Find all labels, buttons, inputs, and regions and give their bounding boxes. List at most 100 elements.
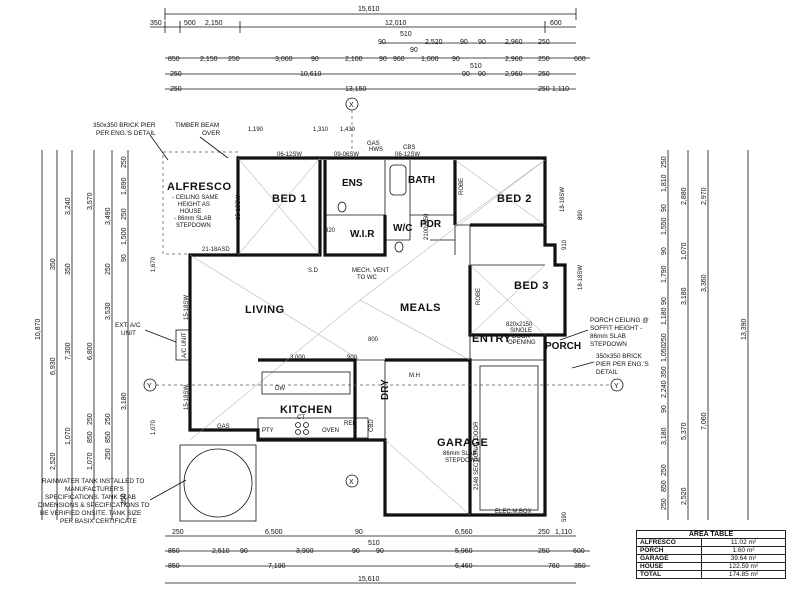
- area-value: 39.64 m²: [701, 554, 786, 563]
- notes: 350x350 BRICK PIER PER ENG.'S DETAIL TIM…: [38, 122, 649, 525]
- walls: [162, 151, 567, 517]
- cooktop-burner: [303, 429, 309, 435]
- room-label-wc: W/C: [393, 223, 412, 234]
- note-pier-r: PIER PER ENG.'S: [596, 361, 649, 368]
- dim: 350: [661, 366, 668, 378]
- dim: 90: [661, 247, 668, 255]
- dim: 510: [400, 31, 412, 38]
- dim: 2,240: [661, 380, 668, 398]
- dim: 6,500: [265, 529, 283, 536]
- dim: 90: [379, 56, 387, 63]
- dim-label: 800: [368, 337, 379, 343]
- dim: 5,960: [455, 548, 473, 555]
- dim: 510: [470, 63, 482, 70]
- room-label-garage: GARAGE: [437, 437, 488, 449]
- dim: 6,930: [50, 357, 57, 375]
- dim: 1,070: [87, 452, 94, 470]
- dim: 850: [105, 431, 112, 443]
- dim: 3,900: [296, 548, 314, 555]
- area-table-title: AREA TABLE: [636, 530, 786, 539]
- area-value: 174.85 m²: [701, 570, 786, 579]
- dim: 2,960: [505, 39, 523, 46]
- room-label-robe: ROBE: [476, 288, 482, 305]
- note-porch-ceiling: SOFFIT HEIGHT -: [590, 325, 642, 332]
- toilet-icon: [337, 201, 347, 213]
- dim-overall-top: 15,610: [358, 6, 380, 13]
- top-dimensions: 15,610 350 500 2,150 12,010 600 90 510 2…: [150, 6, 590, 93]
- dim: 250: [121, 156, 128, 168]
- dim: 90: [452, 56, 460, 63]
- note-rainwater: DIMENSIONS & SPECIFICATIONS TO: [38, 502, 150, 509]
- manhole-label: M.H: [409, 373, 420, 379]
- dim: 2,100: [345, 56, 363, 63]
- alfresco-note: HOUSE: [180, 209, 201, 215]
- alfresco-note: - CEILING SAME: [172, 195, 218, 201]
- gas-label: GAS: [217, 424, 230, 430]
- dim: 90: [460, 39, 468, 46]
- dim: 2,960: [505, 71, 523, 78]
- dim: 960: [393, 56, 405, 63]
- dim: 850: [168, 563, 180, 570]
- dim: 760: [548, 563, 560, 570]
- dim: 90: [376, 548, 384, 555]
- dim: 1,070: [65, 427, 72, 445]
- dim: 5,370: [681, 422, 688, 440]
- dim: 6,800: [87, 342, 94, 360]
- ceiling-lines: [189, 157, 546, 516]
- entry-door-label: DOOR: [512, 334, 531, 340]
- cbs-label: CBS: [403, 145, 415, 151]
- dim: 90: [462, 71, 470, 78]
- dim: 7,300: [65, 342, 72, 360]
- grid-marker-x-label: X: [349, 102, 354, 109]
- dim: 90: [352, 548, 360, 555]
- pantry-label: PTY: [262, 428, 274, 434]
- window-label: 15-18SW: [184, 385, 190, 410]
- dim: 350: [65, 263, 72, 275]
- dim-label: 1,190: [248, 127, 264, 133]
- grid-marker-x-label: X: [349, 479, 354, 486]
- dim: 3,180: [681, 287, 688, 305]
- dim-label: 1,430: [340, 127, 356, 133]
- area-value: 11.02 m²: [701, 538, 786, 547]
- area-value: 1.60 m²: [701, 546, 786, 555]
- dishwasher-label: DW: [275, 386, 285, 392]
- cupboard-label: CBD: [369, 419, 375, 432]
- room-label-dry: DRY: [380, 379, 391, 400]
- room-label-robe: ROBE: [459, 178, 465, 195]
- note-rainwater: RAINWATER TANK INSTALLED TO: [42, 478, 144, 485]
- elec-box-label: ELEC.M.BOX: [495, 509, 532, 515]
- room-label-porch: PORCH: [545, 341, 581, 352]
- sectional-door-label: 2148 SECTIONAL DOOR: [474, 421, 480, 490]
- left-dimensions: 10,870 350 6,930 2,520 3,240 350 7,300 1…: [35, 150, 129, 520]
- dim: 2,510: [212, 548, 230, 555]
- room-label-entry: ENTRY: [472, 333, 512, 345]
- dim: 3,530: [105, 302, 112, 320]
- garage-slab-outline: [479, 365, 539, 511]
- note-rainwater: PER BASIX CERTIFICATE: [60, 518, 137, 525]
- dim: 250: [87, 413, 94, 425]
- pdr-door-label: 2100x850: [424, 213, 430, 240]
- dim: 90: [661, 297, 668, 305]
- dim: 250: [538, 56, 550, 63]
- dim-label: 910: [562, 239, 568, 250]
- dim: 10,610: [300, 71, 322, 78]
- dim: 90: [478, 39, 486, 46]
- dim: 850: [87, 431, 94, 443]
- dim: 1,070: [681, 242, 688, 260]
- alfresco-note: STEPDOWN: [176, 223, 211, 229]
- dim: 250: [538, 548, 550, 555]
- door-width: 820: [325, 228, 336, 234]
- dim: 90: [378, 39, 386, 46]
- dim: 1,000: [421, 56, 439, 63]
- room-label-meals: MEALS: [400, 302, 441, 314]
- dim: 350: [150, 20, 162, 27]
- dim: 850: [661, 480, 668, 492]
- dim-label: 890: [578, 209, 584, 220]
- dim: 250: [661, 464, 668, 476]
- dim: 250: [661, 333, 668, 345]
- grid-marker-y-right: [610, 378, 624, 392]
- area-value: 122.59 m²: [701, 562, 786, 571]
- note-ext-ac: EXT. A/C: [115, 322, 141, 329]
